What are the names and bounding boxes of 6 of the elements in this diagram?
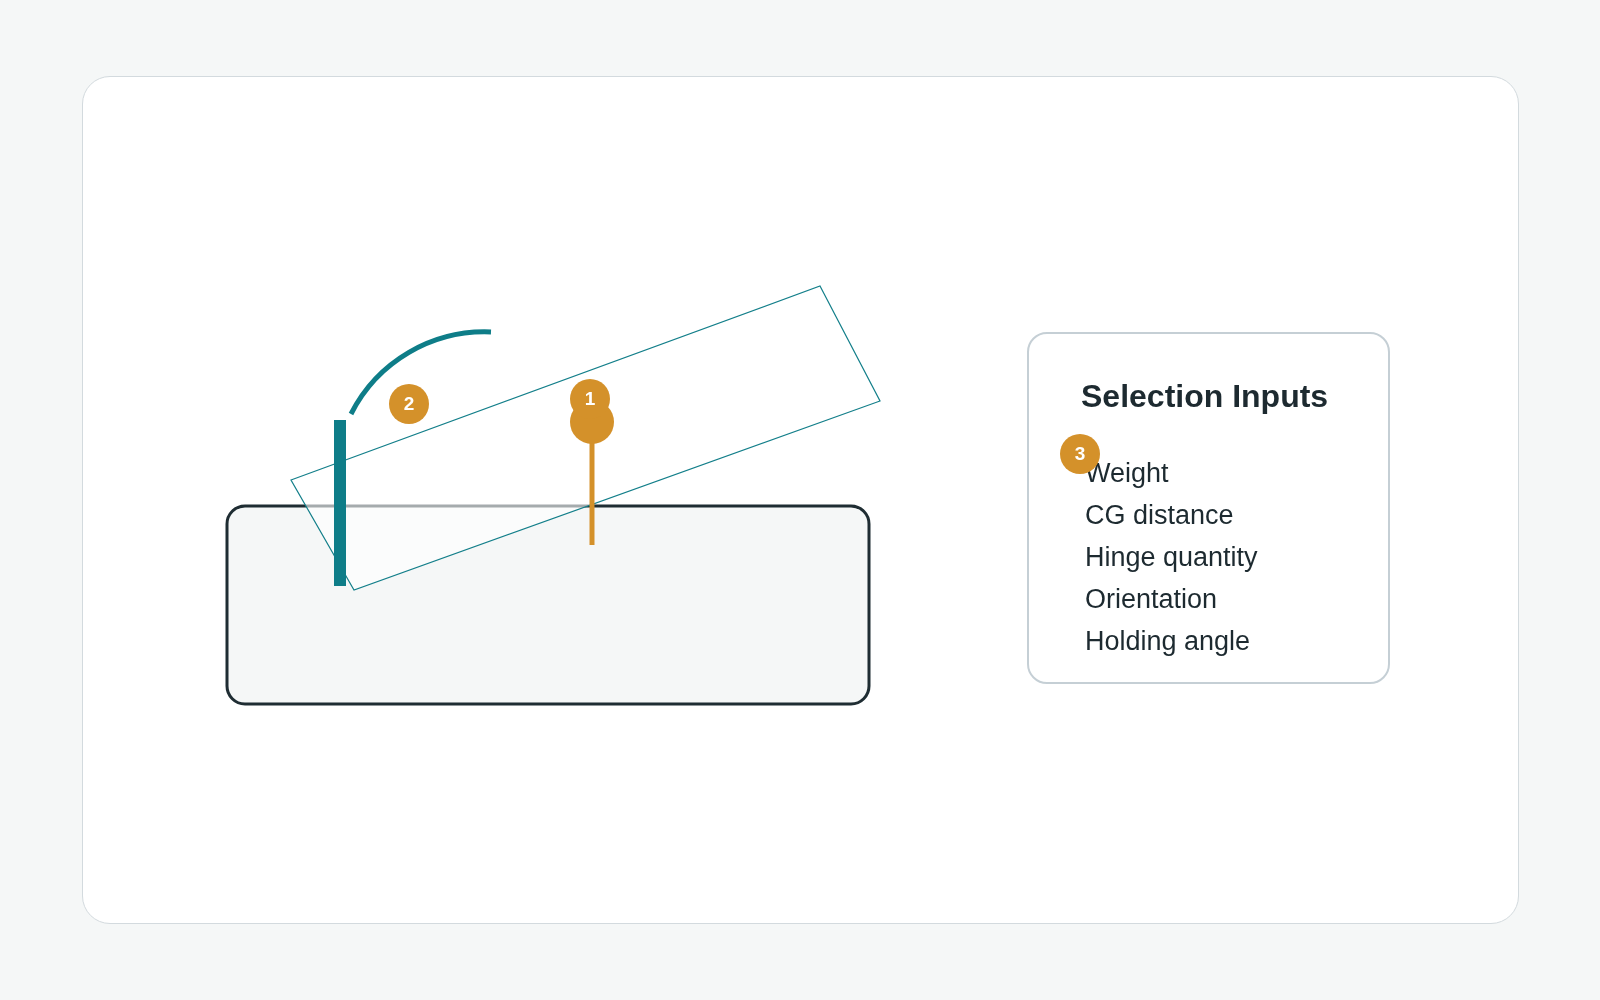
- list-item: Hinge quantity: [1085, 542, 1258, 573]
- list-item: Orientation: [1085, 584, 1218, 615]
- panel-heading: Selection Inputs: [1081, 378, 1329, 415]
- list-item: Holding angle: [1085, 626, 1251, 657]
- list-item: CG distance: [1085, 500, 1234, 531]
- input-panel: [1027, 332, 1390, 684]
